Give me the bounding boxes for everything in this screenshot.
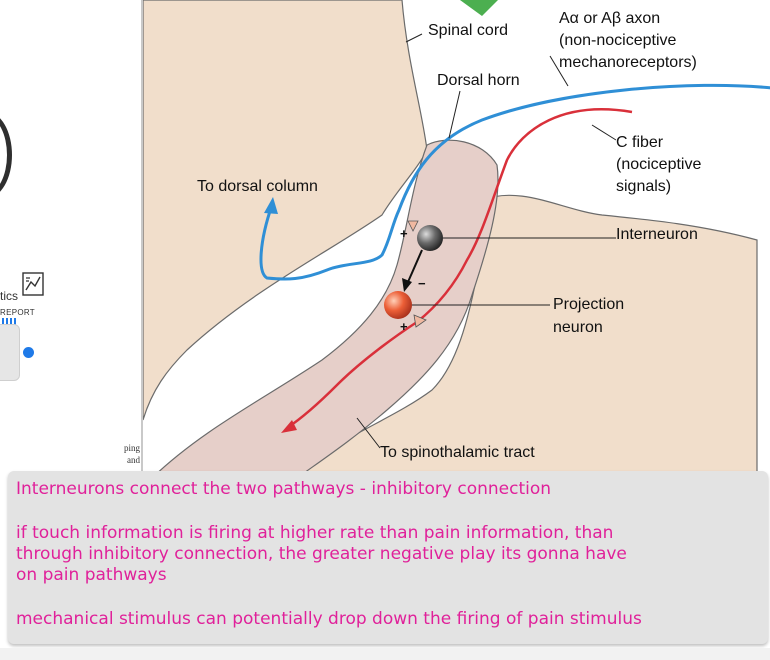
label-axon-line1: Aα or Aβ axon xyxy=(559,10,661,27)
inhibitory-connection xyxy=(407,249,423,283)
chart-report-icon xyxy=(22,272,44,296)
inhibitory-sign: − xyxy=(418,276,426,291)
report-label: REPORT xyxy=(0,308,35,317)
annotation-note[interactable]: Interneurons connect the two pathways - … xyxy=(8,471,768,644)
leader-axon xyxy=(549,55,569,87)
label-projection-line1: Projection xyxy=(553,296,625,313)
projection-neuron-cell xyxy=(384,291,412,319)
label-interneuron: Interneuron xyxy=(616,226,698,243)
leader-c-fiber xyxy=(591,124,617,141)
label-projection-line2: neuron xyxy=(553,319,603,336)
interneuron-cell xyxy=(417,225,443,251)
dorsal-column-arrowhead xyxy=(264,197,278,214)
label-dorsal-column: To dorsal column xyxy=(197,178,318,195)
page-text-line: and xyxy=(127,455,140,465)
label-dorsal-horn: Dorsal horn xyxy=(437,72,520,89)
label-c-fiber-line1: C fiber xyxy=(616,134,664,151)
scroll-handle[interactable] xyxy=(23,347,34,358)
note-line: on pain pathways xyxy=(16,565,167,585)
excitatory-sign: + xyxy=(400,226,408,241)
leader-dorsal-horn xyxy=(448,90,461,139)
label-spinothalamic: To spinothalamic tract xyxy=(380,444,535,461)
statistics-label: tics xyxy=(0,289,18,303)
label-c-fiber-line3: signals) xyxy=(616,178,672,195)
note-line: through inhibitory connection, the great… xyxy=(16,544,627,564)
label-axon-line2: (non-nociceptive xyxy=(559,32,677,49)
label-axon-line3: mechanoreceptors) xyxy=(559,54,697,71)
projection-synapse xyxy=(413,314,427,328)
interneuron-synapse xyxy=(407,220,419,232)
progress-ticks-icon xyxy=(2,318,16,326)
gray-matter-right xyxy=(291,194,758,478)
spinothalamic-arrowhead xyxy=(281,420,297,433)
label-spinal-cord: Spinal cord xyxy=(428,22,509,39)
circular-thumbnail xyxy=(0,112,12,198)
inhibitory-arrowhead xyxy=(402,278,412,292)
spinal-cord-diagram: Spinal cord Dorsal horn Aα or Aβ axon (n… xyxy=(141,0,770,478)
note-line: Interneurons connect the two pathways - … xyxy=(16,479,552,499)
leader-spinothalamic xyxy=(356,417,381,449)
c-fiber xyxy=(286,108,633,430)
leader-spinal-cord xyxy=(405,33,423,43)
a-beta-axon xyxy=(259,83,770,281)
diagram-artwork xyxy=(143,0,770,478)
label-c-fiber-line2: (nociceptive xyxy=(616,156,702,173)
excitatory-sign: + xyxy=(400,319,408,334)
bottom-edge xyxy=(0,648,770,660)
green-marker-icon xyxy=(460,0,498,16)
note-line: mechanical stimulus can potentially drop… xyxy=(16,609,642,629)
page-text-line: ping xyxy=(123,443,140,453)
note-line: if touch information is firing at higher… xyxy=(16,523,614,543)
gray-matter-left xyxy=(143,0,428,421)
side-card[interactable] xyxy=(0,324,20,381)
